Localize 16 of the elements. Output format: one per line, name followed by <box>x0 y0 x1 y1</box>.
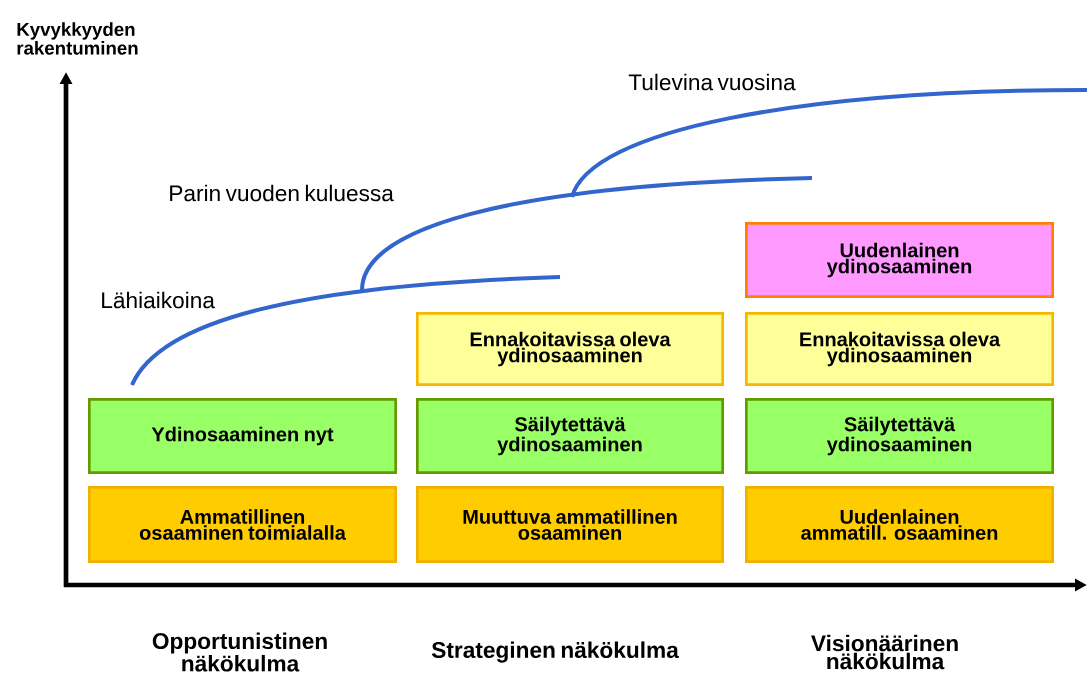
text-box: Uudenlainen ammatill. osaaminen <box>745 486 1055 563</box>
text-box: Ammatillinen osaaminen toimialalla <box>88 486 397 563</box>
curve-label: Tulevina vuosina <box>628 73 796 91</box>
column-label: Strateginen näkökulma <box>431 641 679 663</box>
curve-label: Parin vuoden kuluessa <box>170 184 394 202</box>
text-box: Ennakoitavissa oleva ydinosaaminen <box>745 312 1055 386</box>
text-box: Ennakoitavissa oleva ydinosaaminen <box>416 312 724 386</box>
curve-label: Lähiaikoina <box>102 291 215 309</box>
text-box: Muuttuva ammatillinen osaaminen <box>416 486 724 563</box>
column-label: Opportunistinen näkökulma <box>152 632 327 672</box>
text-box: Säilytettävä ydinosaaminen <box>416 398 724 474</box>
text-box: Ydinosaaminen nyt <box>88 398 397 474</box>
text-box: Säilytettävä ydinosaaminen <box>745 398 1055 474</box>
axis-title: Kyvykkyyden rakentuminen <box>17 22 138 55</box>
column-label: Visionäärinen näkökulma <box>811 634 958 670</box>
text-box: Uudenlainen ydinosaaminen <box>745 222 1055 298</box>
